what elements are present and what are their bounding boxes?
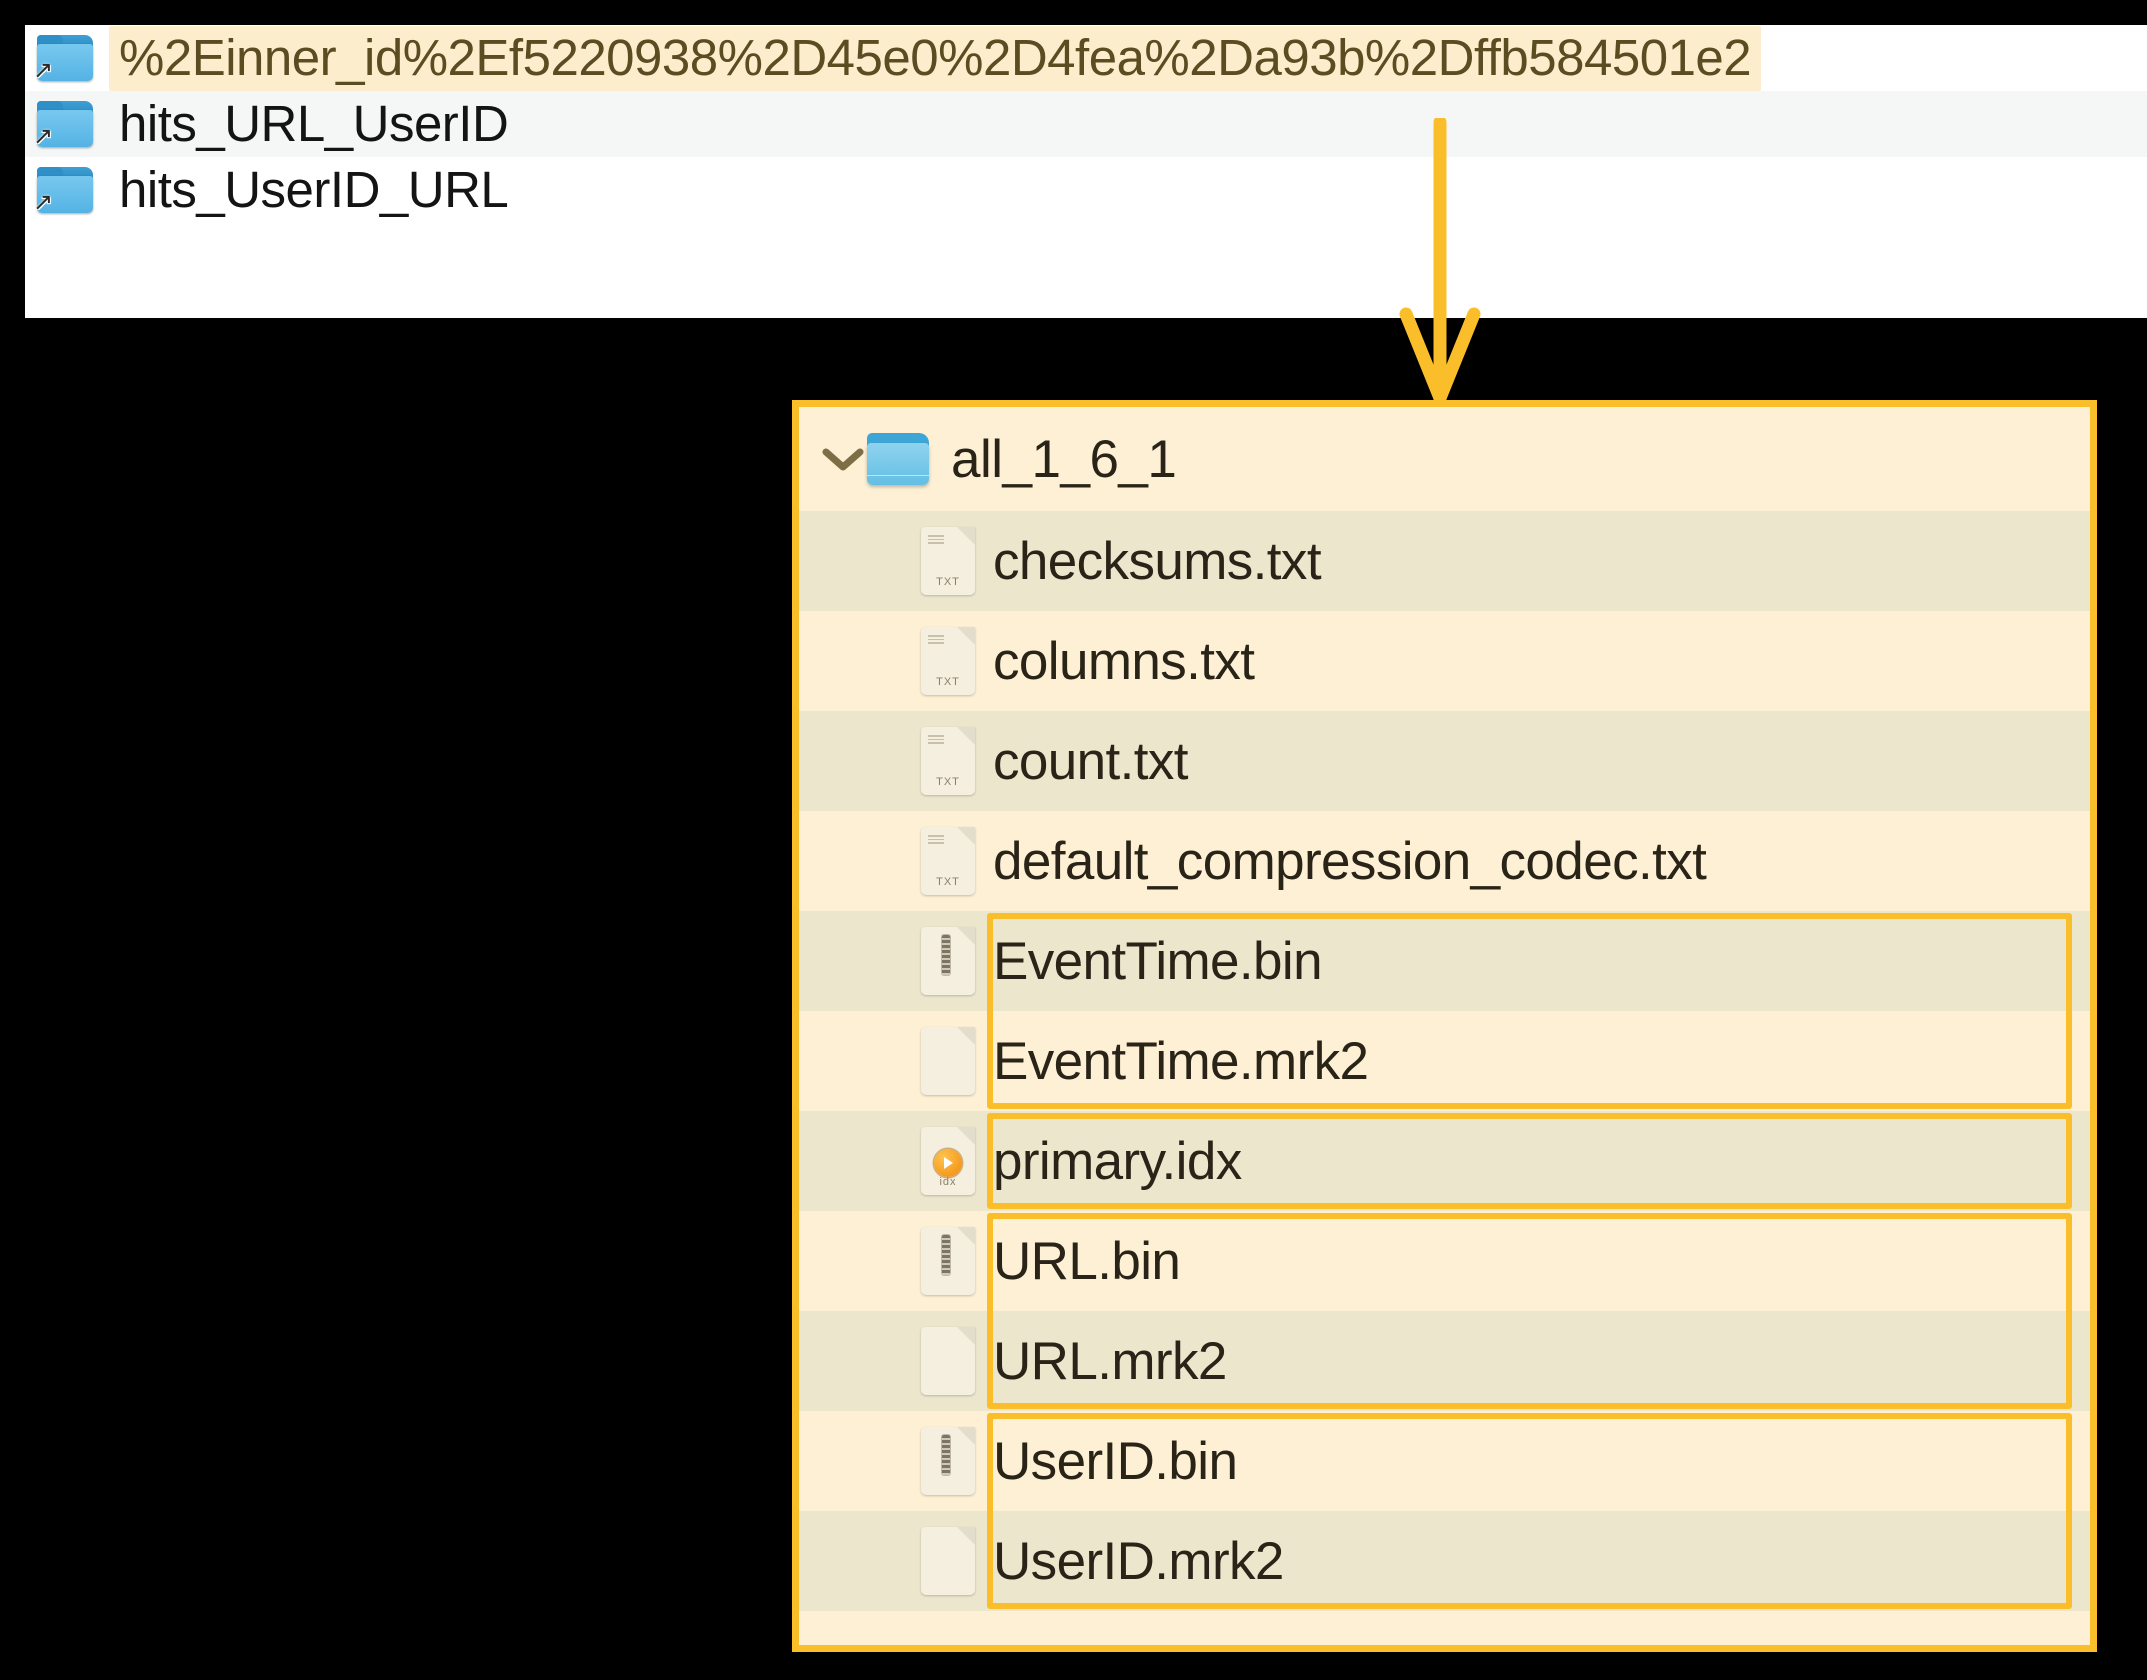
tree-file-label: EventTime.bin	[993, 931, 1323, 991]
folder-list-item-label: hits_URL_UserID	[119, 94, 509, 152]
tree-file-row[interactable]: TXT checksums.txt	[799, 511, 2090, 611]
blue-folder-alias-icon: ↗	[33, 101, 93, 150]
tree-file-row[interactable]: URL.mrk2	[799, 1311, 2090, 1411]
folder-list-panel: ↗ %2Einner_id%2Ef5220938%2D45e0%2D4fea%2…	[25, 25, 2147, 318]
tree-file-label: UserID.mrk2	[993, 1531, 1284, 1591]
bin-file-icon	[921, 927, 975, 995]
tree-file-row[interactable]: TXT columns.txt	[799, 611, 2090, 711]
bin-file-icon	[921, 1427, 975, 1495]
txt-file-icon: TXT	[921, 527, 975, 595]
tree-file-row[interactable]: EventTime.mrk2	[799, 1011, 2090, 1111]
blue-folder-icon	[867, 433, 929, 485]
tree-file-row[interactable]: TXT default_compression_codec.txt	[799, 811, 2090, 911]
folder-list-item-label: %2Einner_id%2Ef5220938%2D45e0%2D4fea%2Da…	[119, 28, 1752, 86]
tree-file-label: primary.idx	[993, 1131, 1242, 1191]
blue-folder-alias-icon: ↗	[33, 167, 93, 216]
tree-file-label: UserID.bin	[993, 1431, 1238, 1491]
tree-file-label: columns.txt	[993, 631, 1255, 691]
tree-root-row[interactable]: all_1_6_1	[799, 407, 2090, 511]
bin-file-icon	[921, 1227, 975, 1295]
idx-file-icon: idx	[921, 1127, 975, 1195]
folder-list-item[interactable]: ↗ hits_UserID_URL	[25, 157, 2147, 223]
folder-list-item[interactable]: ↗ %2Einner_id%2Ef5220938%2D45e0%2D4fea%2…	[25, 25, 2147, 91]
tree-file-row[interactable]: EventTime.bin	[799, 911, 2090, 1011]
folder-list-item[interactable]: ↗ hits_URL_UserID	[25, 91, 2147, 157]
tree-file-row[interactable]: TXT count.txt	[799, 711, 2090, 811]
tree-file-label: default_compression_codec.txt	[993, 831, 1707, 891]
tree-file-label: URL.mrk2	[993, 1331, 1227, 1391]
txt-file-icon: TXT	[921, 827, 975, 895]
tree-file-row[interactable]: idx primary.idx	[799, 1111, 2090, 1211]
tree-file-row[interactable]: URL.bin	[799, 1211, 2090, 1311]
blank-file-icon	[921, 1327, 975, 1395]
folder-list-item-label: hits_UserID_URL	[119, 160, 509, 218]
tree-file-label: checksums.txt	[993, 531, 1322, 591]
tree-file-label: URL.bin	[993, 1231, 1181, 1291]
blank-file-icon	[921, 1527, 975, 1595]
tree-file-row[interactable]: UserID.mrk2	[799, 1511, 2090, 1611]
blue-folder-alias-icon: ↗	[33, 35, 93, 84]
chevron-down-icon[interactable]	[819, 445, 867, 473]
blank-file-icon	[921, 1027, 975, 1095]
down-arrow-annotation	[1399, 118, 1481, 405]
tree-file-label: EventTime.mrk2	[993, 1031, 1369, 1091]
tree-file-label: count.txt	[993, 731, 1189, 791]
txt-file-icon: TXT	[921, 727, 975, 795]
tree-file-row[interactable]: UserID.bin	[799, 1411, 2090, 1511]
txt-file-icon: TXT	[921, 627, 975, 695]
tree-root-label: all_1_6_1	[951, 429, 1177, 489]
